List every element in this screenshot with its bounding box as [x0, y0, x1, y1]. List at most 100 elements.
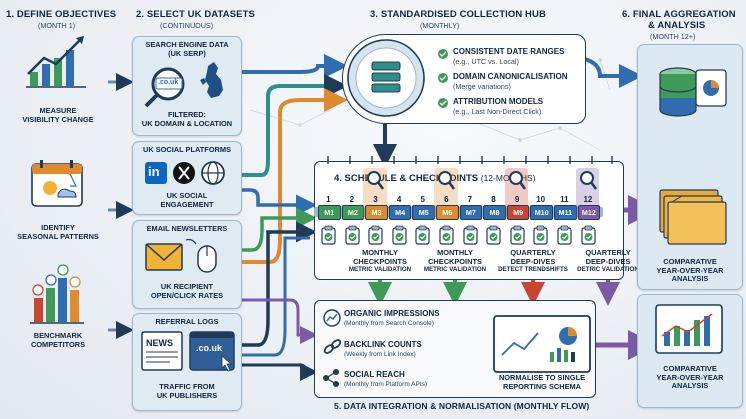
month-box: M4	[388, 205, 412, 220]
month-box: M9	[506, 205, 530, 220]
clipboard-check-icon	[510, 225, 525, 245]
linkedin-icon	[145, 162, 167, 184]
linkedin-label: in	[148, 164, 160, 179]
month-number: 2	[349, 195, 355, 204]
integration-item-2-sub: (Weekly from Link Index)	[344, 351, 416, 358]
mouse-pointer-icon	[185, 238, 217, 273]
trend-line-icon	[323, 309, 341, 327]
month-number: 4	[396, 195, 402, 204]
envelope-icon	[145, 243, 183, 271]
dashboard-screen-icon	[493, 315, 591, 373]
search-card-title: SEARCH ENGINE DATA(UK SERP)	[145, 40, 229, 58]
month-box: M12	[577, 205, 601, 220]
month-box: M2	[341, 205, 365, 220]
clipboard-check-icon	[462, 225, 478, 245]
month-number: 8	[491, 195, 496, 204]
col3-title: 3. STANDARDISED COLLECTION HUB	[370, 9, 546, 20]
browser-window-icon	[189, 331, 235, 372]
email-card-title: EMAIL NEWSLETTERS	[146, 224, 228, 233]
hub-item-2-title: DOMAIN CANONICALISATION	[453, 72, 568, 81]
col2-sub: (CONTINUOUS)	[160, 21, 214, 30]
month-number: 3	[373, 195, 378, 204]
timeline-bar	[314, 207, 604, 217]
month-number: 7	[467, 195, 473, 204]
arrow-email-hub	[242, 88, 348, 264]
integration-item-1-title: ORGANIC IMPRESSIONS	[344, 309, 440, 318]
month-box: M11	[554, 205, 577, 220]
col2-title: 2. SELECT UK DATASETS	[136, 9, 255, 20]
benchmark-bars-icon	[30, 264, 84, 324]
hub-item-3-title: ATTRIBUTION MODELS	[453, 97, 544, 106]
clipboard-check-icon	[439, 225, 454, 245]
server-icon	[371, 61, 401, 93]
newspaper-icon	[141, 331, 183, 371]
month-number: 5	[420, 195, 425, 204]
month-number: 6	[444, 195, 449, 204]
arrow-referral-schedule-2	[242, 236, 310, 357]
month-number: 1	[326, 195, 331, 204]
integration-item-3-title: SOCIAL REACH	[344, 370, 405, 379]
globe-icon	[201, 161, 225, 185]
col1-title: 1. DEFINE OBJECTIVES	[6, 9, 117, 20]
integration-item-2-title: BACKLINK COUNTS	[344, 340, 422, 349]
col1-sub: (MONTH 1)	[38, 21, 76, 30]
gear-chart-icon	[695, 69, 727, 107]
month-number: 11	[560, 195, 569, 204]
col4-title: 4. SCHEDULE & CHECKPOINTS (12-MONTHS)	[334, 173, 536, 184]
hub-item-3-sub: (e.g., Last Non-Direct Click)	[453, 107, 542, 116]
col6-title-line1: 6. FINAL AGGREGATION	[622, 9, 736, 20]
month-box: M6	[436, 205, 459, 220]
magnifier-icon	[144, 67, 185, 108]
arrow-email-schedule	[242, 207, 317, 252]
link-chain-icon	[323, 339, 342, 354]
clipboard-check-icon	[321, 225, 336, 245]
magnifier-icon-q4	[579, 171, 597, 190]
magnifier-icon-q1	[367, 171, 385, 190]
arrow-referral-integration	[242, 363, 318, 381]
clipboard-check-icon	[486, 225, 501, 245]
integration-item-3-sub: (Monthly from Platform APIs)	[344, 381, 428, 388]
hub-item-2-sub: (Merge variations)	[453, 82, 511, 91]
magnifier-icon-q2	[438, 171, 456, 190]
calendar-sun-icon	[31, 160, 83, 207]
hub-check-icon-3	[438, 98, 448, 108]
clipboard-check-icon	[557, 225, 572, 245]
share-network-icon	[323, 369, 339, 387]
month-box: M10	[530, 205, 553, 220]
hub-item-1-sub: (e.g., UTC vs. Local)	[453, 57, 519, 66]
month-box: M5	[412, 205, 435, 220]
col3-sub: (MONTHLY)	[420, 21, 460, 30]
col5-title: 5. DATA INTEGRATION & NORMALISATION (MON…	[334, 401, 590, 411]
referral-card-title: REFERRAL LOGS	[155, 317, 219, 326]
arrow-social-schedule	[242, 188, 317, 216]
col6-sub: (MONTH 12+)	[650, 32, 696, 41]
month-number: 12	[583, 195, 593, 204]
yoy-chart-icon	[655, 304, 723, 354]
month-number: 10	[536, 195, 546, 204]
database-icon	[659, 67, 697, 117]
month-box: M8	[483, 205, 506, 220]
news-label: NEWS	[146, 338, 173, 348]
arrow-search-hub	[242, 54, 348, 78]
search-domain-label: .co.uk	[158, 79, 179, 86]
col6-title-line2: & ANALYSIS	[648, 20, 706, 31]
